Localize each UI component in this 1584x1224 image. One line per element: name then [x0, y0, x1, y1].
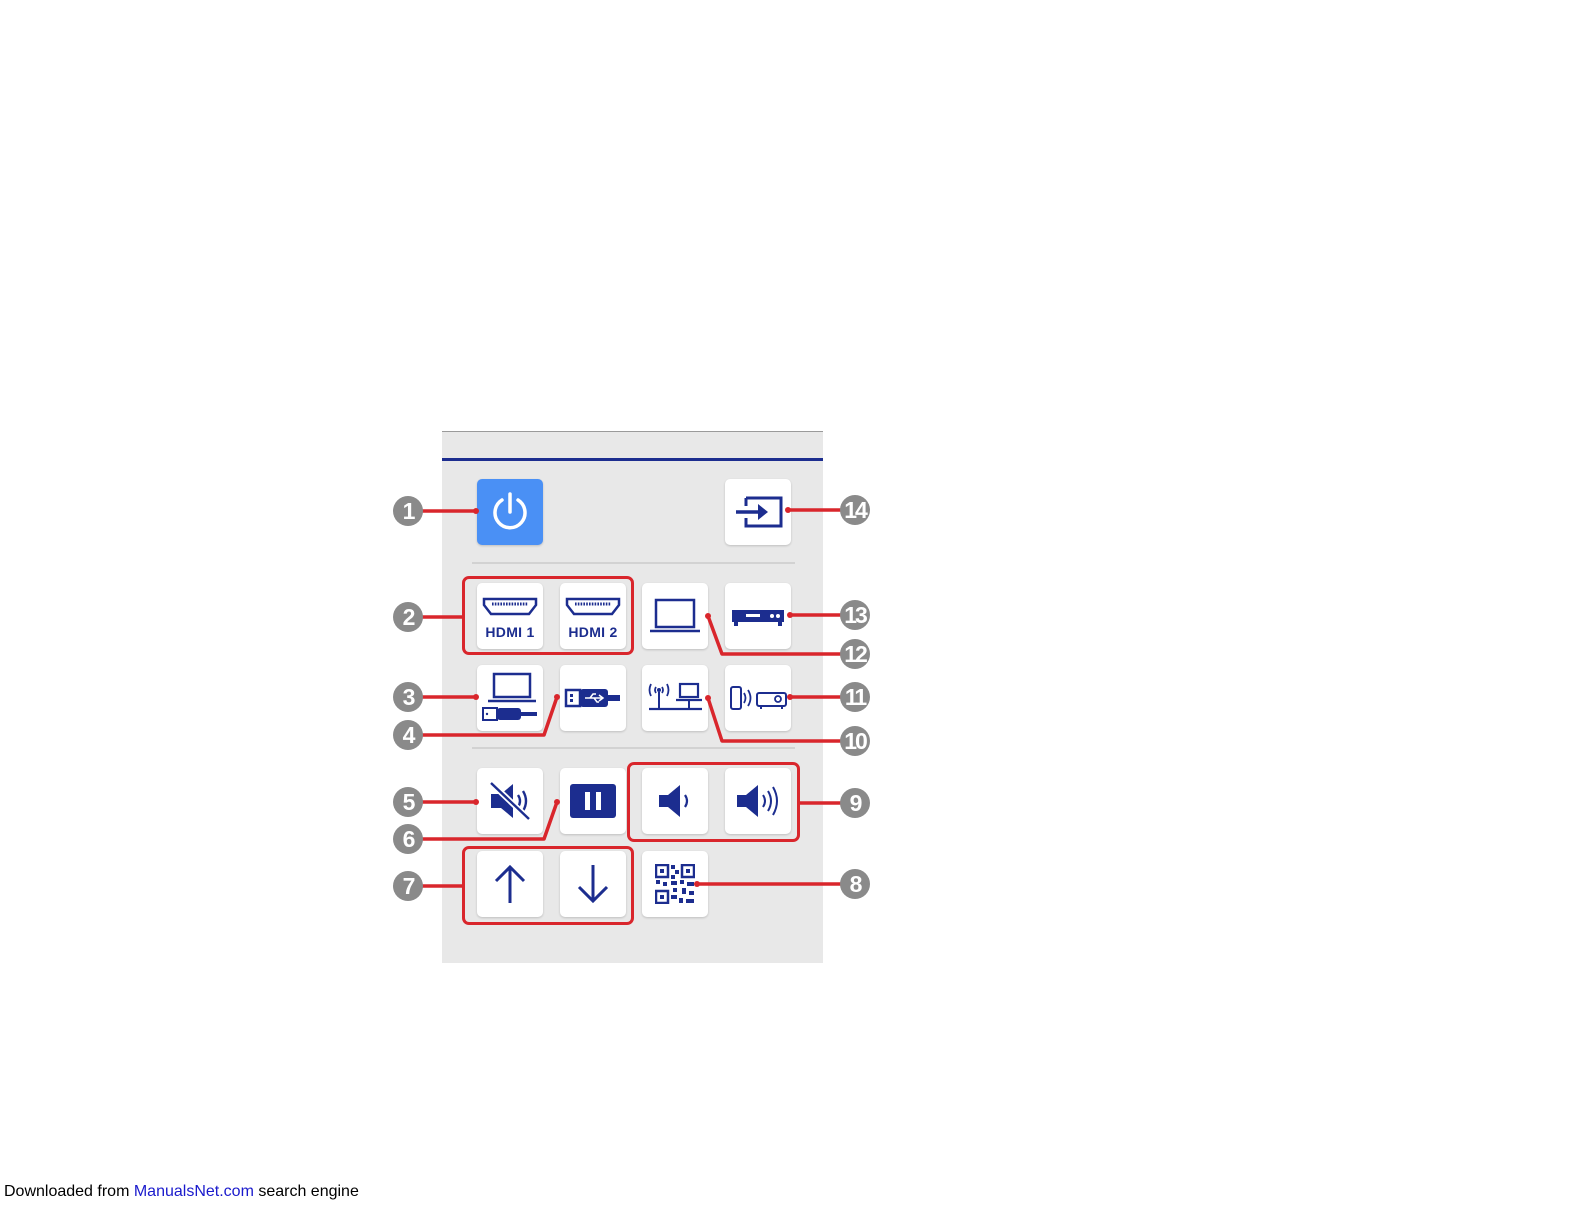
callout-2: 2: [393, 602, 423, 632]
footer-link[interactable]: ManualsNet.com: [134, 1183, 254, 1200]
callout-6: 6: [393, 824, 423, 854]
callout-1: 1: [393, 496, 423, 526]
callout-8: 8: [840, 869, 870, 899]
footer-source-note: Downloaded from ManualsNet.com search en…: [4, 1183, 359, 1201]
callout-7: 7: [393, 871, 423, 901]
callout-5: 5: [393, 787, 423, 817]
callout-9: 9: [840, 788, 870, 818]
footer-prefix: Downloaded from: [4, 1183, 134, 1200]
callout-12: 12: [840, 639, 870, 669]
callout-3: 3: [393, 682, 423, 712]
footer-suffix: search engine: [254, 1183, 359, 1200]
callout-10: 10: [840, 726, 870, 756]
callout-11: 11: [840, 682, 870, 712]
callout-4: 4: [393, 720, 423, 750]
callout-14: 14: [840, 495, 870, 525]
callout-13: 13: [840, 600, 870, 630]
